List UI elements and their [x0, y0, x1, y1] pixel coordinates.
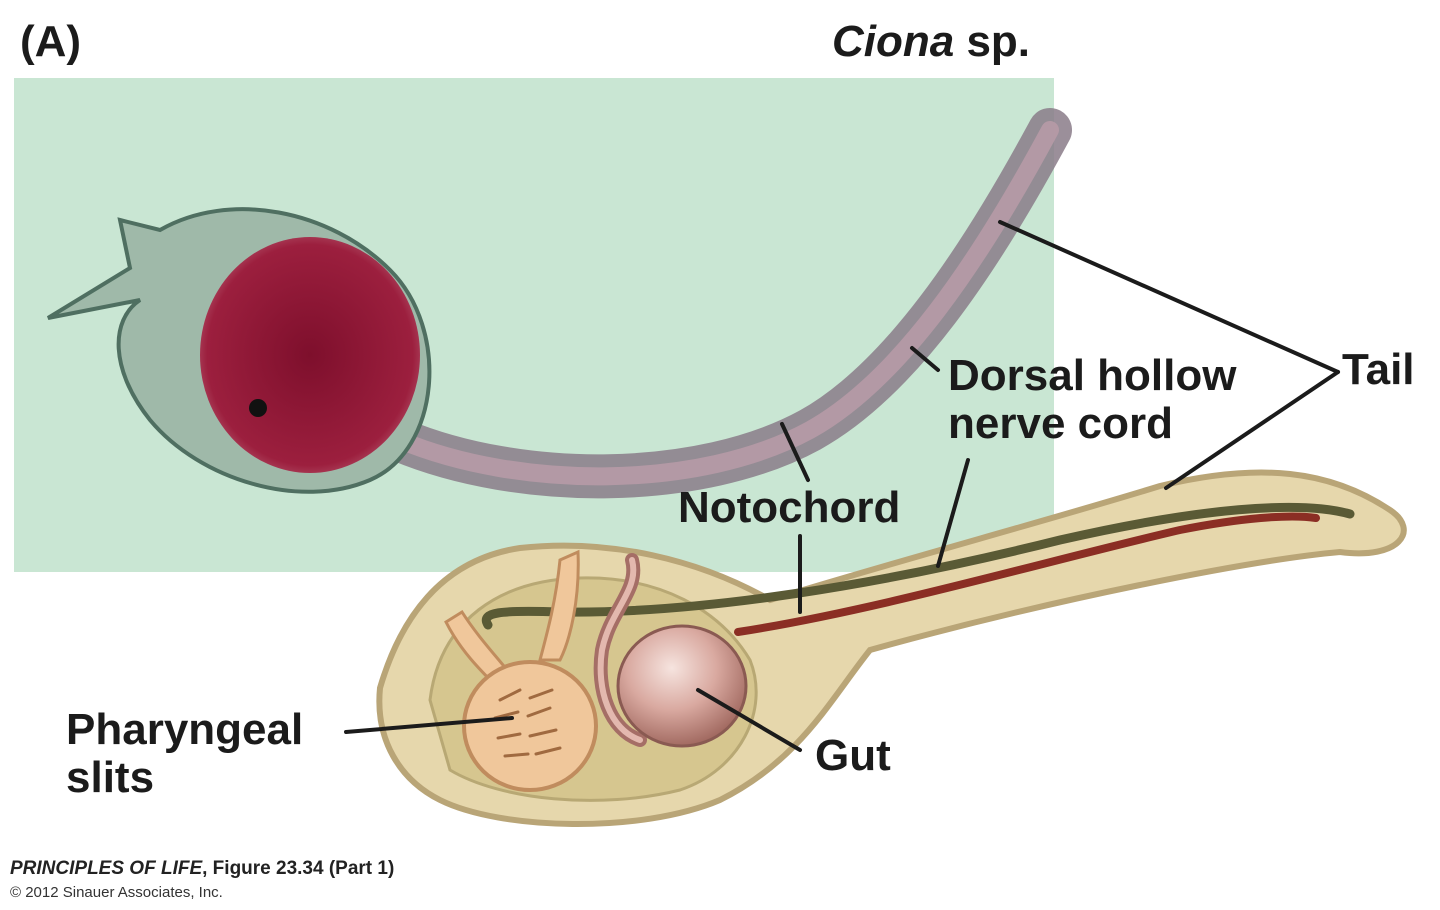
label-dorsal-line-2: nerve cord: [948, 398, 1173, 448]
illustration-pharynx-siphon: [538, 549, 580, 662]
micrograph: [14, 78, 1072, 572]
leader-dorsal-illustration: [936, 458, 970, 568]
species-suffix: sp.: [954, 17, 1031, 66]
illustration-gut-tube-inner: [597, 557, 643, 743]
leader-notochord-micrograph: [780, 422, 810, 482]
copyright-notice: © 2012 Sinauer Associates, Inc.: [10, 884, 223, 901]
label-gut: Gut: [815, 731, 891, 780]
label-pharyngeal-line-2: slits: [66, 752, 155, 802]
label-pharyngeal-slits: Pharyngeal slits: [66, 706, 303, 801]
illustration-notochord: [481, 502, 1355, 630]
leader-tail-lower: [1164, 370, 1340, 490]
species-genus: Ciona: [832, 17, 955, 66]
micrograph-larva-tail-core: [391, 121, 1059, 486]
micrograph-larva-trunk-interior: [200, 237, 420, 473]
figure-number: , Figure 23.34 (Part 1): [202, 858, 395, 879]
illustration-pharyngeal-slit-marks: [493, 688, 562, 758]
micrograph-larva-sensory-spot: [249, 399, 267, 417]
label-dorsal-line-1: Dorsal hollow: [948, 351, 1237, 400]
illustration-nerve-cord: [734, 512, 1320, 636]
species-name: Ciona sp.: [832, 18, 1030, 66]
figure-credit: PRINCIPLES OF LIFE, Figure 23.34 (Part 1…: [10, 858, 394, 880]
label-tail: Tail: [1342, 345, 1415, 394]
leader-pharyngeal: [344, 716, 514, 734]
label-pharyngeal-line-1: Pharyngeal: [66, 705, 304, 754]
panel-label: (A): [20, 17, 82, 66]
book-title: PRINCIPLES OF LIFE: [10, 858, 203, 879]
label-dorsal-hollow-nerve-cord: Dorsal hollow nerve cord: [948, 352, 1236, 447]
label-notochord: Notochord: [678, 483, 901, 532]
illustration-gut: [616, 624, 748, 748]
illustration-pharynx: [462, 660, 598, 792]
larva-illustration: [376, 469, 1407, 827]
leader-lines: [344, 220, 1340, 752]
leader-tail-upper: [998, 220, 1340, 374]
leader-gut: [696, 688, 802, 752]
leader-dorsal-micrograph: [910, 346, 940, 372]
